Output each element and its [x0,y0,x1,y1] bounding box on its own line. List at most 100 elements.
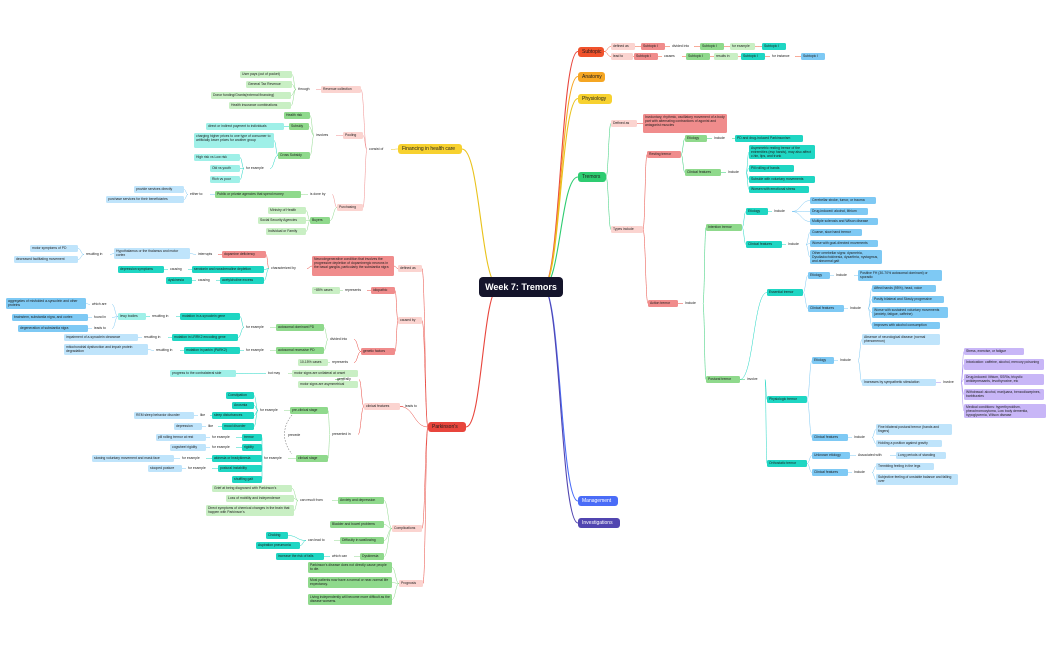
node-p10[interactable]: serotonin and noradrenaline depletion [192,266,264,273]
node-t27[interactable]: Essential tremor [767,289,803,296]
node-p6[interactable]: Hypothalamus or the thalamus and motor c… [114,248,190,259]
node-p18[interactable]: represents [345,288,362,292]
node-p13[interactable]: acetylcholine excess [220,277,264,284]
node-f20[interactable]: is done by [310,192,326,196]
node-st9[interactable]: causes [664,54,675,58]
node-p1[interactable]: defined as [398,265,422,272]
node-p53[interactable]: Constipation [226,392,254,399]
node-f4[interactable]: User pays (out of pocket) [240,71,292,78]
node-t12[interactable]: Worsen with emotional stress [749,186,809,193]
node-t32[interactable]: Include [850,306,861,310]
node-p86[interactable]: Choking [266,532,288,539]
node-t60[interactable]: Trembling feeling in the legs [876,463,934,470]
node-st3[interactable]: divided into [672,44,690,48]
node-p81[interactable]: Loss of mobility and independence [226,495,294,502]
node-f14[interactable]: charging higher prices to one type of co… [194,133,274,148]
node-t30[interactable]: Positive FH (30-70% autosomal dominant) … [858,270,942,281]
node-p24[interactable]: mutation in a-synuclein gene [180,313,240,320]
node-st13[interactable]: for instance [772,54,790,58]
node-st6[interactable]: Subtopic I [762,43,786,50]
node-p45[interactable]: generally [337,377,351,381]
node-t1[interactable]: Defined as [611,120,637,127]
node-f10[interactable]: Health risk [284,112,310,119]
node-p4[interactable]: dopamine deficiency [222,251,266,258]
node-p92[interactable]: Parkinson's disease does not directly ca… [308,562,392,573]
node-f7[interactable]: Health insurance combinations [229,102,291,109]
node-t41[interactable]: Include [840,358,851,362]
node-t6[interactable]: PD and drug-induced Parkinsonism [735,135,803,142]
node-p32[interactable]: degeneration of substantia nigra [18,325,88,332]
node-t59[interactable]: Include [854,470,865,474]
node-p5[interactable]: interrupts [198,252,213,256]
node-p65[interactable]: for example [212,435,230,439]
node-p2[interactable]: Neurodegenerative condition that involve… [312,256,394,276]
node-p83[interactable]: Bladder and bowel problems [330,521,384,528]
node-t13[interactable]: Types include [611,226,643,233]
node-st8[interactable]: Subtopic I [634,53,658,60]
node-f22[interactable]: either to: [190,192,204,196]
node-p15[interactable]: dyskinesia [166,277,192,284]
node-st7[interactable]: lead to [611,53,633,60]
node-t34[interactable]: Postly bilateral and Slowly progressive [872,296,944,303]
node-p19[interactable]: ~85% cases [312,287,340,294]
node-t37[interactable]: Postural tremor [706,376,740,383]
node-p73[interactable]: postural instability [218,465,262,472]
node-t44[interactable]: Involve [943,380,954,384]
node-p89[interactable]: which can [332,554,348,558]
node-tremors[interactable]: Tremors [578,172,606,182]
node-t33[interactable]: Affect hands (95%), head, voice [872,285,936,292]
node-f1[interactable]: consist of [369,147,384,151]
node-t35[interactable]: Worse with sustained voluntary movements… [872,307,948,318]
node-f16[interactable]: for example [246,166,264,170]
node-parkinsons[interactable]: Parkinson's [428,422,466,432]
node-p51[interactable]: pre-clinical stage [290,407,328,414]
node-f2[interactable]: Revenue collection [321,86,361,93]
node-t23[interactable]: Worse with goal-directed movements [810,240,878,247]
node-t38[interactable]: involve [747,377,758,381]
node-t7[interactable]: Clinical features [685,169,721,176]
node-p77[interactable]: Complications [392,525,422,532]
node-t10[interactable]: Pill rolling of hands [749,165,794,172]
node-f3[interactable]: through [298,87,310,91]
node-p48[interactable]: progress to the contralateral side [170,370,236,377]
node-p91[interactable]: Prognosis [399,580,423,587]
node-t2[interactable]: Involuntary, rhythmic, oscillatory movem… [643,114,727,133]
node-p70[interactable]: akinesia or bradykinesia [212,455,262,462]
node-f26[interactable]: Ministry of Health [268,207,306,214]
node-f17[interactable]: Old vs youth [210,165,240,172]
node-f11[interactable]: Subsidy [289,123,309,130]
node-anatomy[interactable]: Anatomy [578,72,605,82]
node-f9[interactable]: involves [316,133,329,137]
node-p41[interactable]: represents [332,360,349,364]
node-p23[interactable]: for example [246,325,264,329]
node-p78[interactable]: Anxiety and depression [338,497,384,504]
node-t39[interactable]: Physiologic tremor [767,396,807,403]
node-p55[interactable]: sleep disturbances [212,412,254,419]
node-p14[interactable]: causing [198,278,210,282]
node-t22[interactable]: Coarse, slow hand tremor [810,229,862,236]
node-f21[interactable]: Public or private agencies that spend mo… [215,191,301,198]
node-p35[interactable]: impairment of a-synuclein clearance [64,334,138,341]
node-p93[interactable]: Most patients now have a normal or near-… [308,577,392,588]
node-p64[interactable]: tremor [242,434,262,441]
node-t53[interactable]: Holding a position against gravity [876,440,942,447]
node-p44[interactable]: leads to [405,404,417,408]
node-p79[interactable]: can result from: [300,498,324,502]
node-t45[interactable]: Stress, exercise, or fatigue [964,348,1024,355]
node-p66[interactable]: pill rolling tremor at rest [156,434,206,441]
node-p50[interactable]: presented in [332,432,351,436]
node-f28[interactable]: Individual or Family [266,228,306,235]
node-t11[interactable]: Subside with voluntary movements [749,176,815,183]
node-t21[interactable]: Include [788,242,799,246]
node-p85[interactable]: can lead to [308,538,325,542]
node-p68[interactable]: for example [212,445,230,449]
node-t16[interactable]: Include [774,209,785,213]
node-t56[interactable]: Associated with [858,453,882,457]
node-financing[interactable]: Financing in health care [398,144,462,154]
node-t4[interactable]: Etiology [685,135,707,142]
node-p88[interactable]: Dyskinesia [360,553,384,560]
node-st2[interactable]: Subtopic I [641,43,665,50]
node-f23[interactable]: provide services directly [134,186,184,193]
node-f25[interactable]: Buyers [310,217,330,224]
node-t51[interactable]: Include [854,435,865,439]
